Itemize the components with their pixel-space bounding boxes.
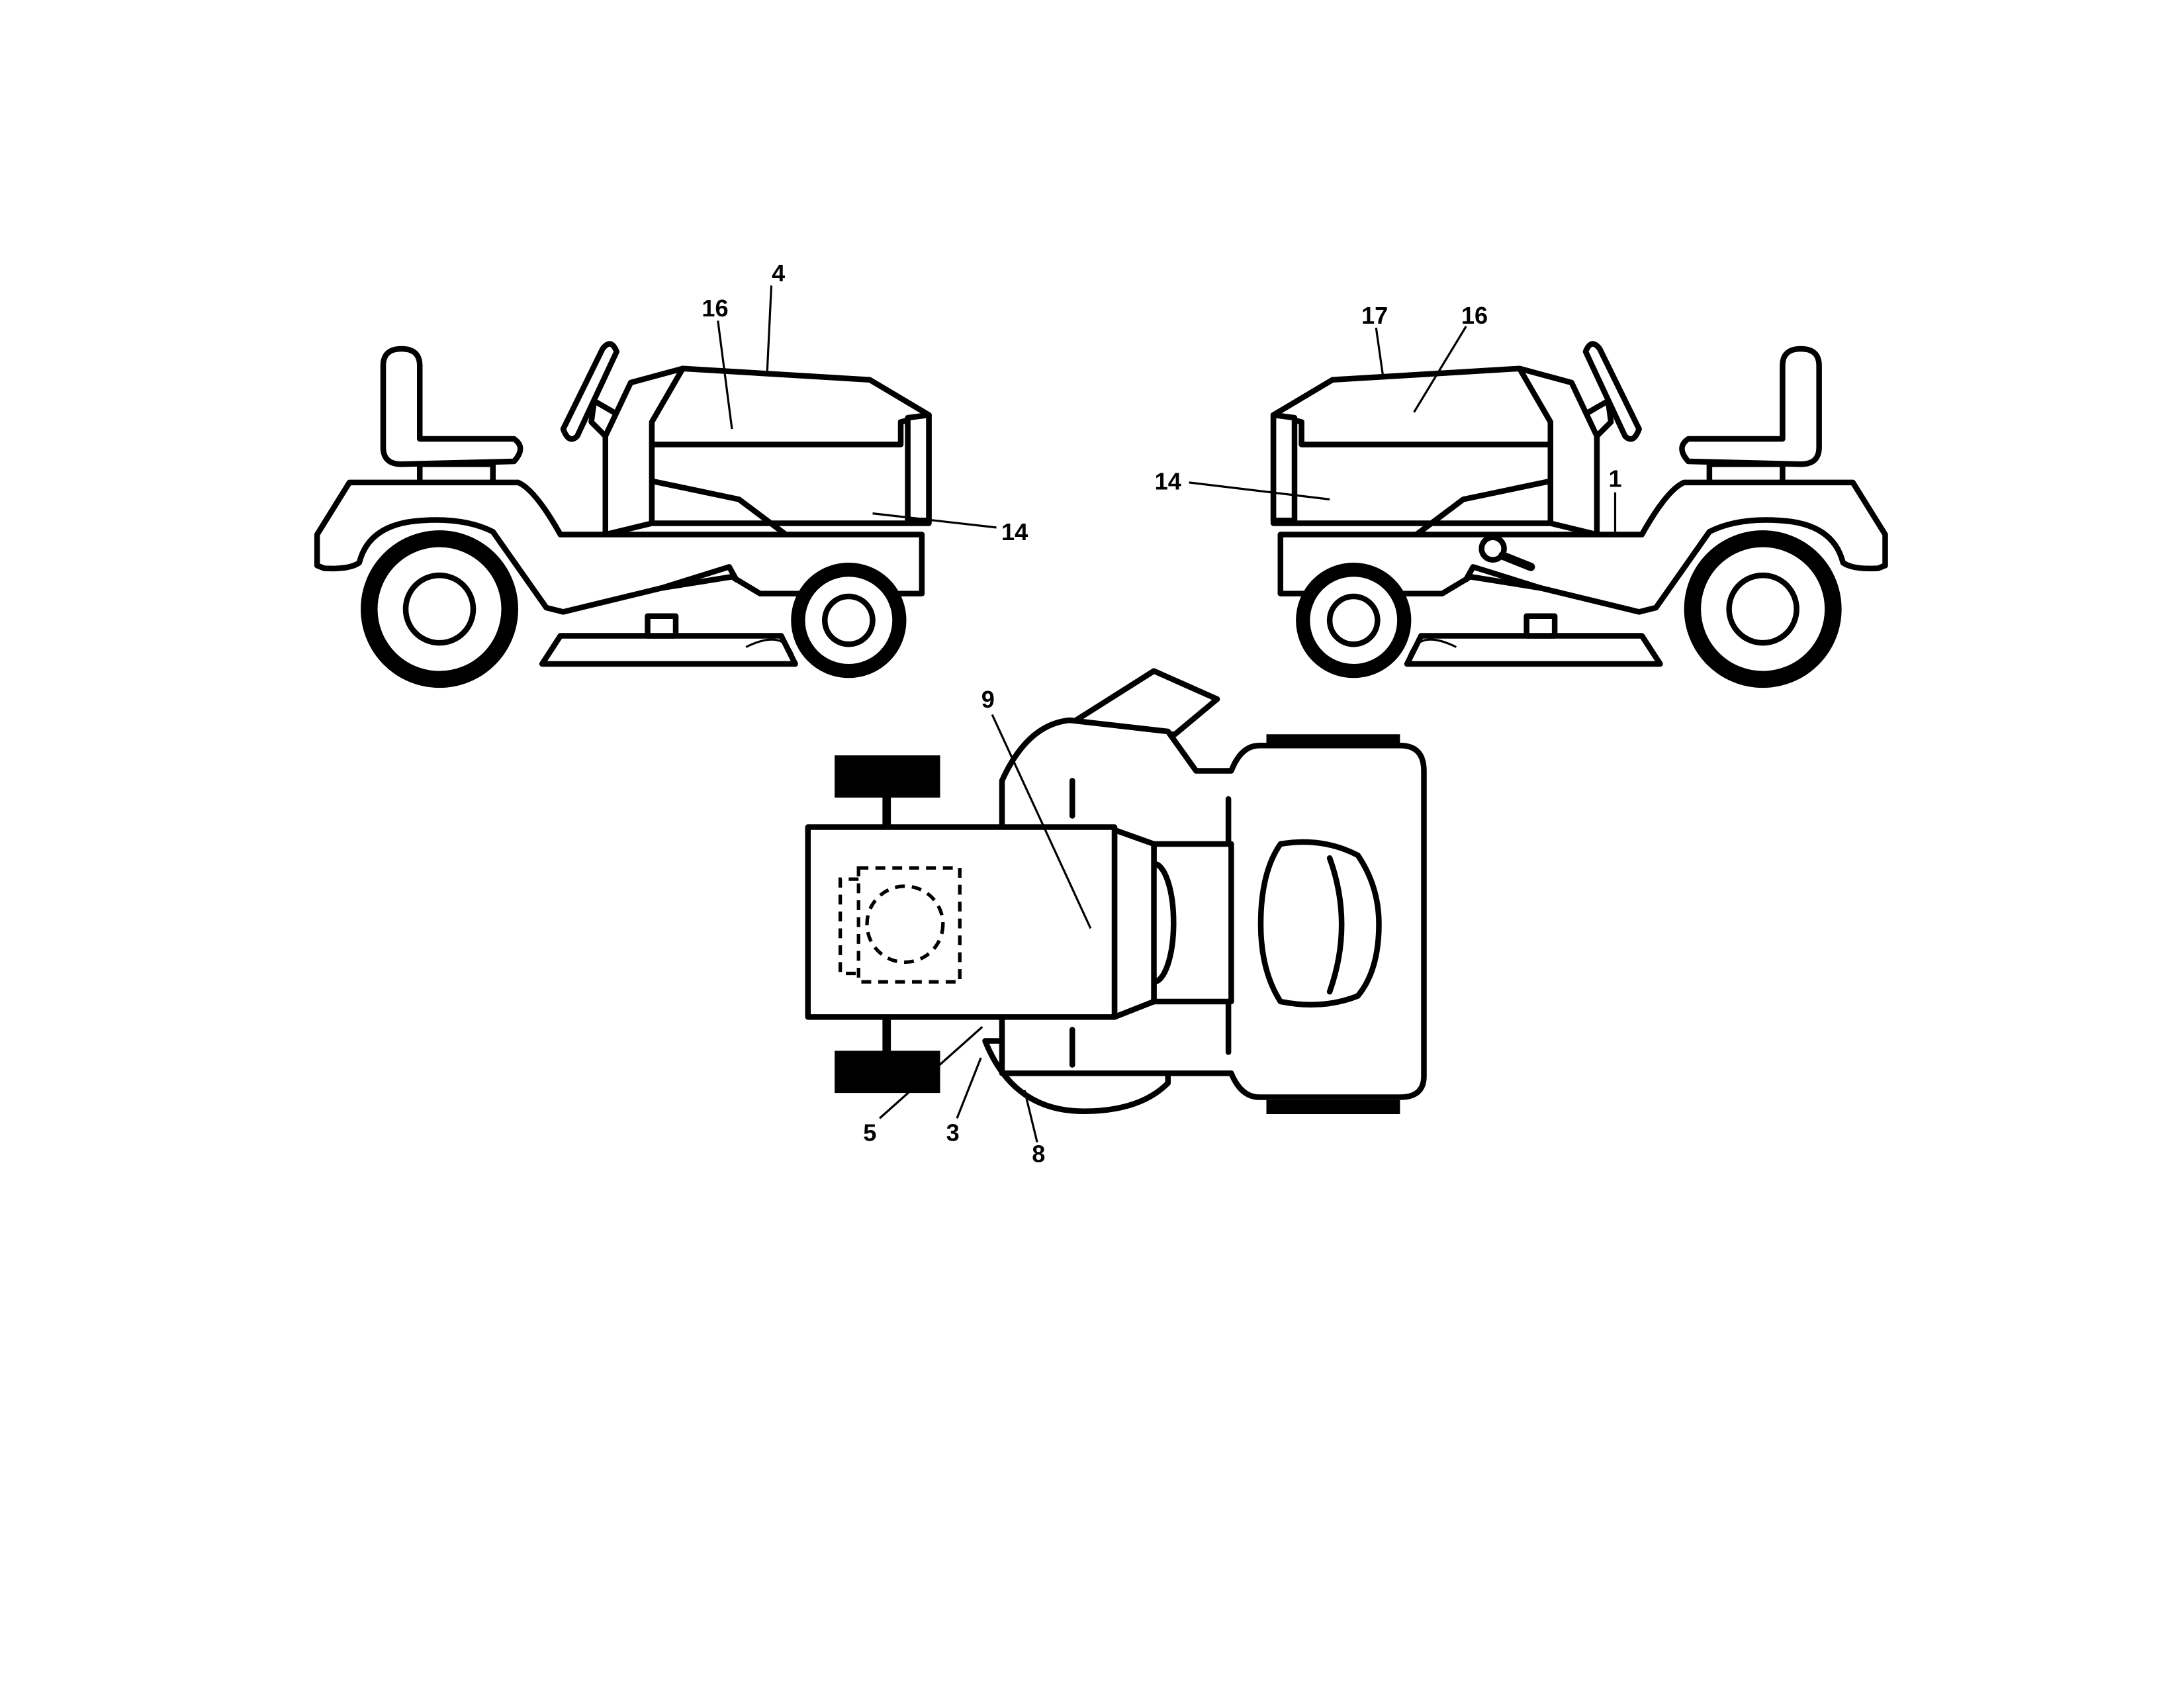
top-view: 9 5 3 8 [805, 668, 1427, 1167]
right-side-view: 17 16 14 1 [1155, 302, 1886, 680]
callout-1: 1 [1608, 465, 1621, 492]
callout-5: 5 [863, 1119, 876, 1146]
callout-17: 17 [1361, 302, 1388, 329]
callout-8: 8 [1032, 1140, 1045, 1167]
callout-3: 3 [946, 1119, 960, 1146]
callout-16: 16 [702, 295, 728, 322]
callout-14: 14 [1155, 468, 1181, 495]
callout-16: 16 [1461, 302, 1488, 329]
callout-4: 4 [772, 259, 785, 287]
callout-14: 14 [1001, 518, 1028, 545]
left-side-view: 4 16 14 [317, 259, 1028, 679]
callout-9: 9 [981, 686, 995, 713]
